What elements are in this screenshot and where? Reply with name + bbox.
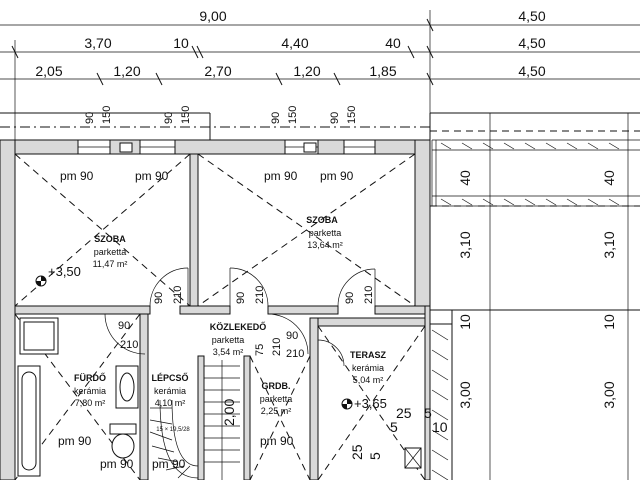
dim-r2-c: 4,40 <box>281 35 308 51</box>
level-terrace: +3,65 <box>354 396 387 411</box>
rdim-2: 3,10 <box>457 231 473 258</box>
dim-r2-d: 40 <box>385 35 401 51</box>
room-label-szoba-1: SZOBA parketta 11,47 m² <box>93 234 128 269</box>
rdim-3: 10 <box>457 314 473 330</box>
room-area: 11,47 m² <box>93 259 128 269</box>
door1-h: 210 <box>172 286 184 304</box>
dim-r3-b: 1,20 <box>113 63 140 79</box>
rdim-1: 40 <box>457 170 473 186</box>
rdim-7: 10 <box>601 314 617 330</box>
door4-h: 210 <box>271 338 283 356</box>
level-marker-icon <box>35 275 47 287</box>
grdb-height: 2,00 <box>221 399 237 426</box>
room-floor: kerámia <box>352 363 384 373</box>
grdb-door-h: 210 <box>286 348 304 360</box>
room-area: 7,80 m² <box>75 398 106 408</box>
terr-mark-3: 5 <box>390 419 398 435</box>
dim-r2-e: 4,50 <box>518 35 545 51</box>
win-mark-8: 150 <box>346 106 358 124</box>
room-label-terasz: TERASZ kerámia 5,04 m² <box>350 350 387 385</box>
door1-w: 90 <box>153 292 165 304</box>
room-floor: parketta <box>94 247 127 257</box>
door-swings <box>104 267 376 367</box>
dim-r3-f: 4,50 <box>518 63 545 79</box>
room-area: 13,64 m² <box>307 240 343 250</box>
rdim-4: 3,00 <box>457 381 473 408</box>
room-diagonals <box>14 153 426 480</box>
stair-label: 15 × 19,5/28 <box>156 427 190 433</box>
terr-mark-2: 5 <box>424 405 432 421</box>
pm-5: pm 90 <box>58 434 92 448</box>
room-area: 3,54 m² <box>213 347 244 357</box>
room-label-furdo: FÜRDŐ kerámia 7,80 m² <box>74 372 106 408</box>
level-marker-icon <box>341 398 353 410</box>
win-mark-2: 150 <box>101 106 113 124</box>
dimension-lines <box>0 10 640 150</box>
win-mark-5: 90 <box>270 112 282 124</box>
level-room: +3,50 <box>48 264 81 279</box>
bath-door-w: 90 <box>118 320 130 332</box>
bath-door-h: 210 <box>120 339 138 351</box>
room-label-kozlekedo: KÖZLEKEDŐ parketta 3,54 m² <box>210 321 267 357</box>
room-floor: parketta <box>309 228 342 238</box>
terr-mark-6: 5 <box>367 452 383 460</box>
dim-r3-c: 2,70 <box>204 63 231 79</box>
win-mark-4: 150 <box>180 106 192 124</box>
terr-mark-5: 25 <box>349 444 365 460</box>
room-name: LÉPCSŐ <box>151 372 188 383</box>
pm-1: pm 90 <box>60 169 94 183</box>
door3-w: 90 <box>344 292 356 304</box>
room-label-lepcso: LÉPCSŐ kerámia 4,10 m² <box>151 372 188 408</box>
room-name: FÜRDŐ <box>74 372 106 383</box>
rdim-8: 3,00 <box>601 381 617 408</box>
dim-r3-e: 1,85 <box>369 63 396 79</box>
door3-h: 210 <box>363 286 375 304</box>
room-label-grdb: GRDB. parketta 2,25 m² <box>260 381 293 416</box>
walls <box>0 139 640 480</box>
pm-8: pm 90 <box>100 457 134 471</box>
bathroom-fixtures <box>17 317 139 477</box>
room-area: 2,25 m² <box>261 406 292 416</box>
staircase <box>149 360 240 480</box>
dim-r2-a: 3,70 <box>84 35 111 51</box>
room-label-szoba-2: SZOBA parketta 13,64 m² <box>306 215 343 250</box>
pm-2: pm 90 <box>135 169 169 183</box>
room-floor: parketta <box>212 335 245 345</box>
rdim-5: 40 <box>601 170 617 186</box>
terr-mark-4: 10 <box>432 419 448 435</box>
pm-7: pm 90 <box>260 434 294 448</box>
door4-w: 75 <box>254 344 266 356</box>
rdim-6: 3,10 <box>601 231 617 258</box>
door2-h: 210 <box>254 286 266 304</box>
room-name: SZOBA <box>306 215 338 225</box>
room-area: 5,04 m² <box>353 375 384 385</box>
room-name: TERASZ <box>350 350 387 360</box>
room-name: GRDB. <box>262 381 291 391</box>
dim-r3-d: 1,20 <box>293 63 320 79</box>
win-mark-1: 90 <box>84 112 96 124</box>
pm-6: pm 90 <box>152 457 186 471</box>
pm-4: pm 90 <box>320 169 354 183</box>
dim-total-left: 9,00 <box>199 8 226 24</box>
win-mark-6: 150 <box>287 106 299 124</box>
grdb-door-w: 90 <box>286 330 298 342</box>
room-area: 4,10 m² <box>155 398 186 408</box>
win-mark-3: 90 <box>163 112 175 124</box>
room-floor: parketta <box>260 394 293 404</box>
terrace-hatch <box>431 139 640 480</box>
win-mark-7: 90 <box>329 112 341 124</box>
door2-w: 90 <box>235 292 247 304</box>
room-name: KÖZLEKEDŐ <box>210 321 267 332</box>
dim-total-right: 4,50 <box>518 8 545 24</box>
room-floor: kerámia <box>154 386 186 396</box>
room-floor: kerámia <box>74 386 106 396</box>
dim-r2-b: 10 <box>173 35 189 51</box>
dim-r3-a: 2,05 <box>35 63 62 79</box>
room-name: SZOBA <box>94 234 126 244</box>
pm-3: pm 90 <box>264 169 298 183</box>
terr-mark-1: 25 <box>396 405 412 421</box>
